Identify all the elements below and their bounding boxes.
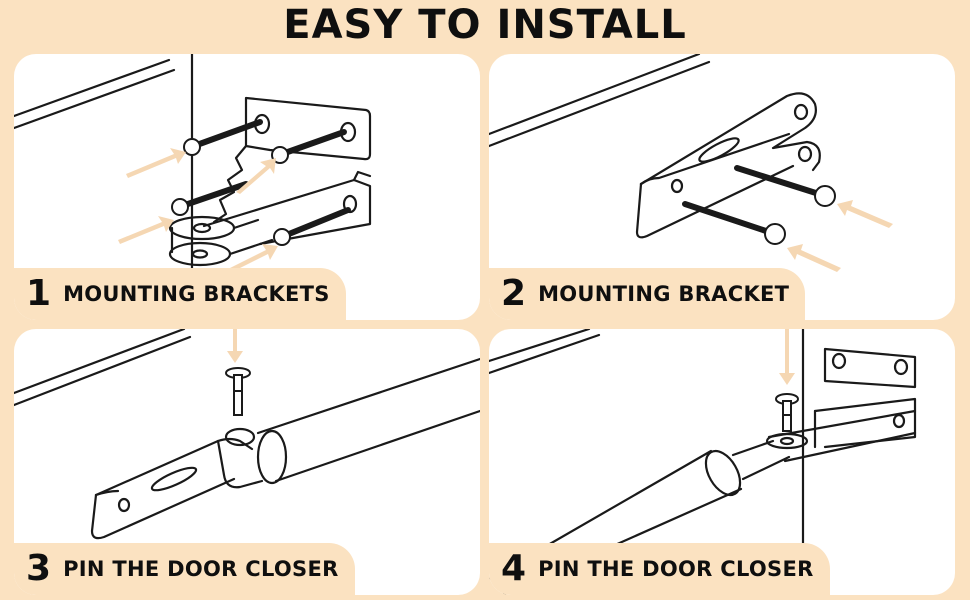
page-title: EASY TO INSTALL [283,2,687,48]
step-2-illustration [489,54,893,272]
step-number: 4 [501,548,527,589]
step-label: PIN THE DOOR CLOSER [538,557,814,581]
step-3-caption: 3 PIN THE DOOR CLOSER [14,543,355,595]
step-label: MOUNTING BRACKETS [63,282,330,306]
step-4-panel: 4 PIN THE DOOR CLOSER [489,329,955,595]
step-1-caption: 1 MOUNTING BRACKETS [14,268,346,320]
step-label: MOUNTING BRACKET [538,282,790,306]
step-number: 1 [26,273,52,314]
step-number: 2 [501,273,527,314]
step-number: 3 [26,548,52,589]
step-4-caption: 4 PIN THE DOOR CLOSER [489,543,830,595]
step-1-illustration [14,54,372,276]
step-3-panel: 3 PIN THE DOOR CLOSER [14,329,480,595]
step-3-illustration [14,329,480,540]
step-1-panel: 1 MOUNTING BRACKETS [14,54,480,320]
step-2-caption: 2 MOUNTING BRACKET [489,268,806,320]
step-label: PIN THE DOOR CLOSER [63,557,339,581]
step-2-panel: 2 MOUNTING BRACKET [489,54,955,320]
